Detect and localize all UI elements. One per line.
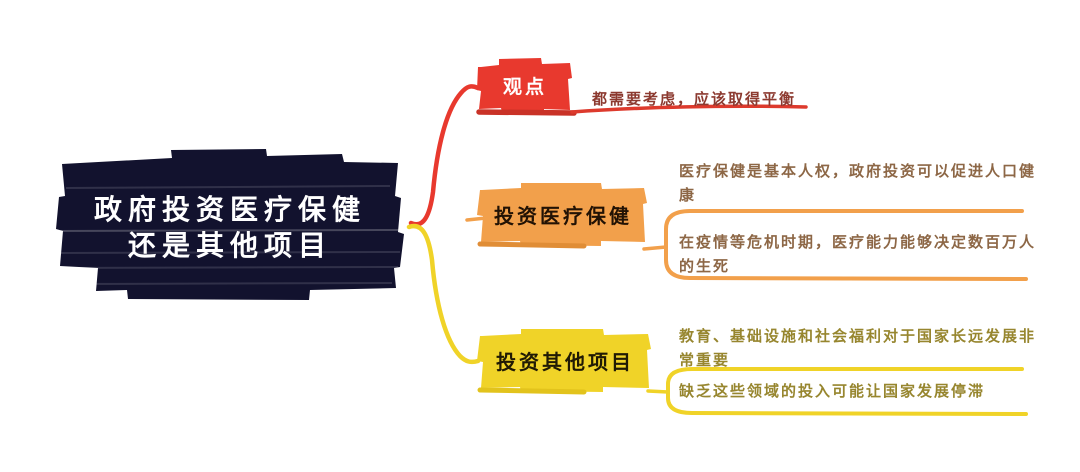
other-node-shape [477,329,651,392]
healthcare-node-shape [477,183,647,246]
root-node-shape [56,149,404,300]
child-topic-other-2[interactable]: 缺乏这些领域的投入可能让国家发展停滞 [679,382,986,400]
viewpoint-node-underline [476,109,577,116]
healthcare-children-bracket [664,209,1028,281]
other-child-connector [646,389,670,394]
viewpoint-child-underline [570,104,808,114]
branch-node-other[interactable]: 投资其他项目 [496,349,634,374]
healthcare-node-underline [477,241,587,249]
child-topic-other-1[interactable]: 教育、基础设施和社会福利对于国家长远发展非常重要 [679,327,1037,369]
root-topic[interactable]: 政府投资医疗保健 还是其他项目 [93,193,366,262]
child-topic-healthcare-2[interactable]: 在疫情等危机时期，医疗能力能够决定数百万人的生死 [679,233,1037,275]
root-node-streaks [57,185,403,285]
branch-node-healthcare[interactable]: 投资医疗保健 [494,203,632,228]
child-topic-healthcare-1[interactable]: 医疗保健是基本人权，政府投资可以促进人口健康 [679,162,1037,204]
branch-curve-viewpoint [408,84,481,227]
viewpoint-node-shape [477,58,572,113]
branch-curve-other [406,223,481,365]
child-topic-viewpoint-1[interactable]: 都需要考虑，应该取得平衡 [592,90,797,108]
branch-node-viewpoint[interactable]: 观点 [502,75,547,98]
other-node-underline [477,387,587,395]
healthcare-child-connector [642,245,668,251]
